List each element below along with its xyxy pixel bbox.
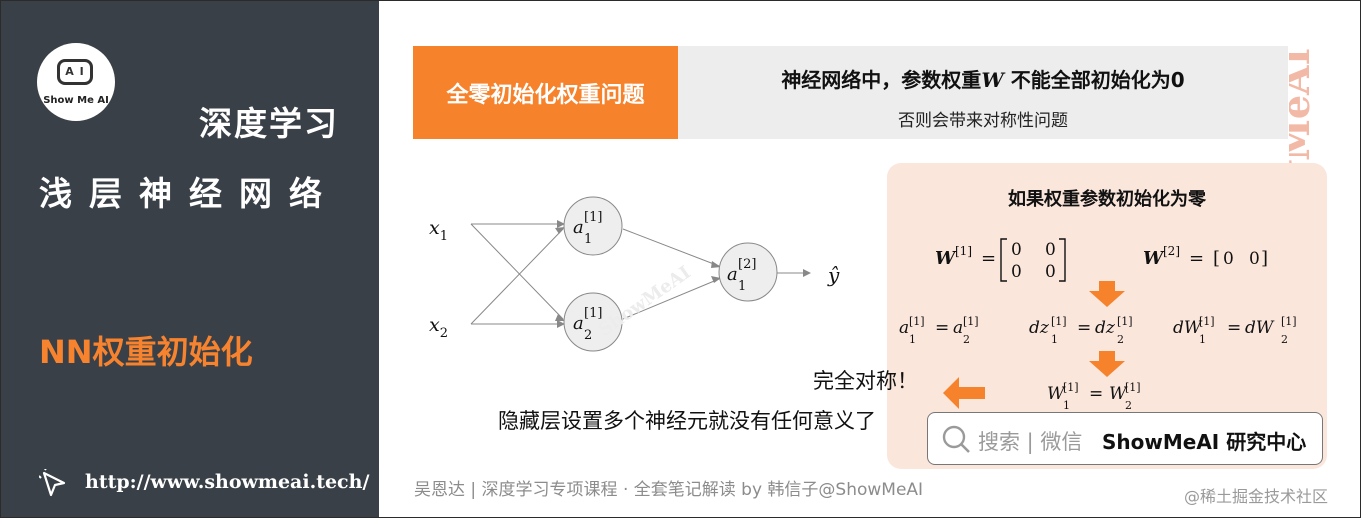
svg-text:]: ] xyxy=(1261,248,1268,269)
W2-label: W xyxy=(1143,248,1165,269)
down-arrow-2 xyxy=(1089,351,1125,377)
W1-sup: [1] xyxy=(955,244,972,258)
eq-a-rsub: 2 xyxy=(963,333,970,346)
logo-text: Show Me AI xyxy=(43,95,109,106)
W1-m10: 0 xyxy=(1011,262,1022,282)
eq-dW-lhs: dW xyxy=(1173,318,1203,338)
eq-a-rhs: a xyxy=(953,318,963,338)
robot-face-icon: A I xyxy=(57,59,93,85)
eq-a-lsub: 1 xyxy=(909,333,916,346)
eq-a-eq: = xyxy=(935,318,949,338)
edge-h2-out xyxy=(622,278,720,320)
header-sub: 否则会带来对称性问题 xyxy=(898,111,1068,131)
W2-equals: = xyxy=(1189,248,1204,269)
eq-W-lsup: [1] xyxy=(1063,381,1079,394)
svg-text:x1: x1 xyxy=(429,217,448,244)
search-text: 搜索 | 微信 xyxy=(978,430,1083,454)
search-icon xyxy=(942,425,970,453)
h2-sub: 2 xyxy=(584,328,592,343)
edge-h1-out xyxy=(622,228,720,267)
eq-a-lhs: a xyxy=(899,318,909,338)
svg-text:a: a xyxy=(727,264,738,285)
eq-dW-rsup: [1] xyxy=(1281,315,1297,328)
network-diagram: x1 x2 a [1] 1 a [1] 2 a [2] 1 ŷ xyxy=(429,196,840,352)
search-brand: ShowMeAI 研究中心 xyxy=(1102,430,1307,454)
eq-dz-lsup: [1] xyxy=(1051,315,1067,328)
eq-dW-eq: = xyxy=(1227,318,1241,338)
h1-sub: 1 xyxy=(584,232,592,247)
eq-dW-rsub: 2 xyxy=(1281,333,1288,346)
conclusion-text: 隐藏层设置多个神经元就没有任何意义了 xyxy=(498,409,876,433)
header-label: 全零初始化权重问题 xyxy=(413,46,678,139)
symmetric-text: 完全对称！ xyxy=(813,369,918,393)
W2-m1: 0 xyxy=(1249,249,1260,269)
eq-dz-rhs: dz xyxy=(1095,318,1116,338)
out-sup: [2] xyxy=(738,257,756,272)
eq-W-rhs: W xyxy=(1109,384,1128,404)
input-x2-sub: 2 xyxy=(440,326,448,341)
header-statement: 神经网络中，参数权重W 不能全部初始化为0 否则会带来对称性问题 xyxy=(678,46,1288,139)
W1-m00: 0 xyxy=(1011,240,1022,260)
W2-sup: [2] xyxy=(1163,244,1180,258)
eq-dz-rsub: 2 xyxy=(1117,333,1124,346)
eq-dz-lsub: 1 xyxy=(1051,333,1058,346)
header-main-symbol: W xyxy=(981,68,1004,92)
panel-title: 如果权重参数初始化为零 xyxy=(1008,189,1206,210)
input-x2: x xyxy=(429,314,440,336)
showmeai-logo: A I Show Me AI xyxy=(37,43,115,121)
down-arrow-1 xyxy=(1089,281,1125,307)
eq-a-lsup: [1] xyxy=(909,315,925,328)
svg-text:a: a xyxy=(573,313,584,334)
svg-text:a: a xyxy=(573,217,584,238)
logo-face-text: A I xyxy=(65,65,85,78)
eq-W-rsub: 2 xyxy=(1125,399,1132,412)
svg-text:[: [ xyxy=(1213,248,1220,269)
eq-dW-lsub: 1 xyxy=(1199,333,1206,346)
wechat-search-bar[interactable]: 搜索 | 微信 ShowMeAI 研究中心 xyxy=(927,412,1323,465)
h2-sup: [1] xyxy=(584,306,602,321)
topic-title: 浅层神经网络 xyxy=(39,174,339,213)
W1-label: W xyxy=(935,248,957,269)
section-title: NN权重初始化 xyxy=(39,333,253,371)
edge-x1-h2 xyxy=(470,223,564,320)
header-main-after: 不能全部初始化为0 xyxy=(1003,68,1185,92)
hidden-neuron-2 xyxy=(563,292,623,352)
eq-W-eq: = xyxy=(1089,384,1103,404)
svg-text:x2: x2 xyxy=(429,314,448,341)
eq-dz-eq: = xyxy=(1077,318,1091,338)
header-main-before: 神经网络中，参数权重 xyxy=(781,68,982,92)
eq-W-lhs: W xyxy=(1047,384,1066,404)
juejin-watermark: @稀土掘金技术社区 xyxy=(1184,487,1329,506)
left-arrow xyxy=(943,377,985,409)
course-title: 深度学习 xyxy=(199,104,339,143)
eq-dz-rsup: [1] xyxy=(1117,315,1133,328)
website-link[interactable]: http://www.showmeai.tech/ xyxy=(85,471,370,493)
edge-x2-h1 xyxy=(470,228,564,325)
footer-credit: 吴恩达 | 深度学习专项课程 · 全套笔记解读 by 韩信子@ShowMeAI xyxy=(414,480,924,500)
input-x1: x xyxy=(429,217,440,239)
eq-dW-lsup: [1] xyxy=(1199,315,1215,328)
input-x1-sub: 1 xyxy=(440,229,448,244)
hidden-neuron-1 xyxy=(563,196,623,256)
out-sub: 1 xyxy=(738,279,746,294)
W1-equals: = xyxy=(981,248,996,269)
W1-m01: 0 xyxy=(1045,240,1056,260)
output-neuron xyxy=(718,242,778,302)
W2-m0: 0 xyxy=(1223,249,1234,269)
h1-sup: [1] xyxy=(584,210,602,225)
yhat-label: ŷ xyxy=(827,263,840,287)
eq-W-rsup: [1] xyxy=(1125,381,1141,394)
header-main: 神经网络中，参数权重W 不能全部初始化为0 xyxy=(678,64,1288,93)
panel-math: W [1] = 0 0 0 0 W [2] = [ 0 0 ] a [1] xyxy=(899,238,1297,412)
W1-m11: 0 xyxy=(1045,262,1056,282)
eq-a-rsup: [1] xyxy=(963,315,979,328)
eq-dz-lhs: dz xyxy=(1029,318,1050,338)
cursor-pointer-icon xyxy=(39,469,66,497)
eq-W-lsub: 1 xyxy=(1063,399,1070,412)
left-panel: A I Show Me AI 深度学习 浅层神经网络 NN权重初始化 http:… xyxy=(1,1,379,517)
eq-dW-rhs: dW xyxy=(1245,318,1275,338)
